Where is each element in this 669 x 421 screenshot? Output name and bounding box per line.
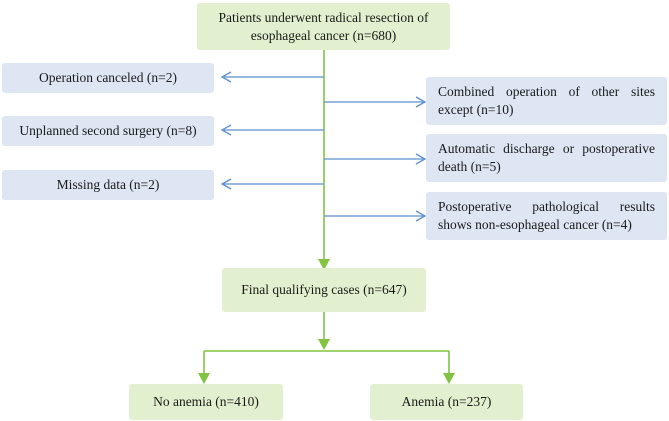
missing-data-label: Missing data (n=2) xyxy=(56,177,160,192)
automatic-discharge-line1: Automatic discharge or postoperative xyxy=(438,141,655,156)
final-qualifying-box: Final qualifying cases (n=647) xyxy=(222,268,426,312)
start-box-line1: Patients underwent radical resection of xyxy=(218,9,429,25)
combined-operation-line1: Combined operation of other sites xyxy=(438,84,655,99)
anemia-box: Anemia (n=237) xyxy=(370,384,523,420)
missing-data-box: Missing data (n=2) xyxy=(2,170,214,200)
main-flow-arrowhead xyxy=(318,259,330,270)
pathological-results-line2: shows non-esophageal cancer (n=4) xyxy=(438,217,632,232)
no-anemia-label: No anemia (n=410) xyxy=(153,394,259,409)
unplanned-second-surgery-box: Unplanned second surgery (n=8) xyxy=(2,116,214,146)
pathological-results-line1: Postoperative pathological results xyxy=(438,199,655,214)
start-box-line2: esophageal cancer (n=680) xyxy=(250,27,397,43)
branch-arrowhead-anemia xyxy=(443,373,455,384)
branch-arrowhead-no-anemia xyxy=(198,373,210,384)
combined-operation-line2: except (n=10) xyxy=(438,102,514,117)
anemia-label: Anemia (n=237) xyxy=(401,394,492,409)
no-anemia-box: No anemia (n=410) xyxy=(129,384,283,420)
final-qualifying-label: Final qualifying cases (n=647) xyxy=(241,282,407,297)
automatic-discharge-line2: death (n=5) xyxy=(438,159,501,174)
combined-operation-box: Combined operation of other sites except… xyxy=(426,77,667,125)
unplanned-second-surgery-label: Unplanned second surgery (n=8) xyxy=(19,123,197,138)
operation-canceled-label: Operation canceled (n=2) xyxy=(38,70,178,85)
automatic-discharge-box: Automatic discharge or postoperative dea… xyxy=(426,134,667,182)
operation-canceled-box: Operation canceled (n=2) xyxy=(2,63,214,93)
pathological-results-box: Postoperative pathological results shows… xyxy=(426,192,667,240)
start-box: Patients underwent radical resection of … xyxy=(197,3,450,50)
